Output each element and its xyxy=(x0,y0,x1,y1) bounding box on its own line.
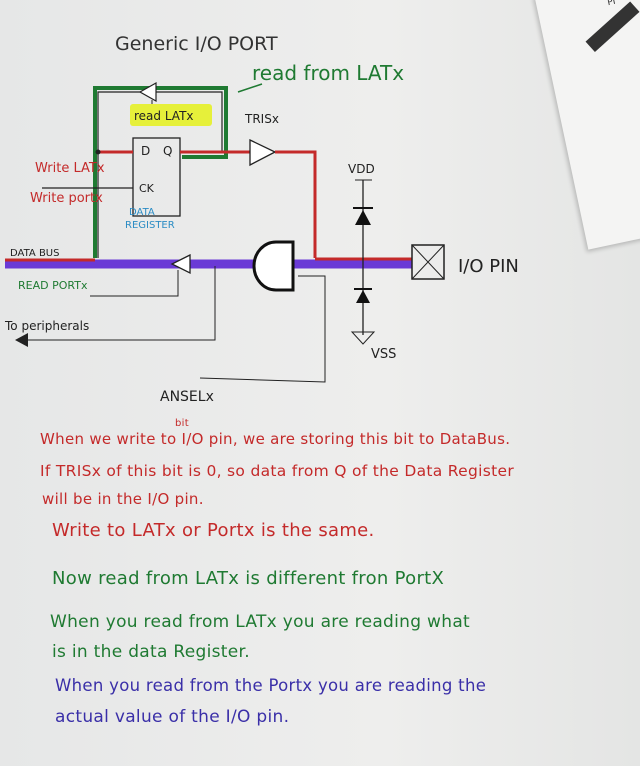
write-latx-label: Write LATx xyxy=(35,161,105,176)
trisx-label: TRISx xyxy=(244,112,279,126)
read-port-enable-wire xyxy=(90,270,179,297)
arrow-read-latx xyxy=(237,83,263,93)
data-register-label-2: REGISTER xyxy=(125,220,175,231)
arrow-left-icon xyxy=(15,333,28,347)
output-driver-wire xyxy=(275,150,317,258)
to-peripherals-label: To peripherals xyxy=(4,319,89,333)
write-portx-label: Write portx xyxy=(30,191,103,206)
wire-loop xyxy=(97,91,223,258)
read-latx-highlight xyxy=(130,104,212,126)
lower-diode-icon xyxy=(356,290,370,303)
vdd-label: VDD xyxy=(348,162,375,176)
note-line-3: will be in the I/O pin. xyxy=(42,490,204,508)
note-line-8: When you read from the Portx you are rea… xyxy=(55,676,487,695)
d-input-label: D xyxy=(141,144,150,158)
note-line-9: actual value of the I/O pin. xyxy=(55,707,290,727)
latx-read-buffer xyxy=(138,81,157,103)
read-latx-path xyxy=(93,86,228,258)
diagram-title: Generic I/O PORT xyxy=(115,33,278,55)
ck-label: CK xyxy=(139,182,155,195)
q-output-label: Q xyxy=(163,144,172,158)
read-from-latx-label: read from LATx xyxy=(252,61,404,85)
peripheral-wire xyxy=(25,266,216,341)
note-line-2: If TRISx of this bit is 0, so data from … xyxy=(40,462,514,480)
io-pin-label: I/O PIN xyxy=(458,256,519,277)
pin-cross xyxy=(411,244,445,280)
upper-diode-icon xyxy=(355,210,371,225)
note-line-6: When you read from LATx you are reading … xyxy=(50,612,471,632)
input-and-gate xyxy=(252,240,295,292)
data-register-label: DATA xyxy=(129,207,155,218)
note-line-5: Now read from LATx is different fron Por… xyxy=(52,568,445,589)
data-bus-label: DATA BUS xyxy=(10,248,59,259)
io-port-diagram: Generic I/O PORT read from LATx read LAT… xyxy=(4,33,519,405)
trisx-output-buffer xyxy=(249,138,277,167)
note-bit-insert: bit xyxy=(175,418,189,429)
read-latx-label: read LATx xyxy=(134,109,194,123)
read-port-buffer xyxy=(170,253,191,275)
ansel-wire xyxy=(199,275,326,383)
read-portx-label: READ PORTx xyxy=(18,279,88,292)
junction xyxy=(95,149,101,155)
data-register-box xyxy=(132,137,181,217)
vss-label: VSS xyxy=(371,347,396,362)
note-line-4: Write to LATx or Portx is the same. xyxy=(52,520,375,541)
note-line-7: is in the data Register. xyxy=(52,642,250,662)
anselx-label: ANSELx xyxy=(160,389,214,405)
ground-icon xyxy=(350,331,376,345)
note-line-1: When we write to I/O pin, we are storing… xyxy=(40,430,511,448)
io-pin-box xyxy=(411,244,445,280)
